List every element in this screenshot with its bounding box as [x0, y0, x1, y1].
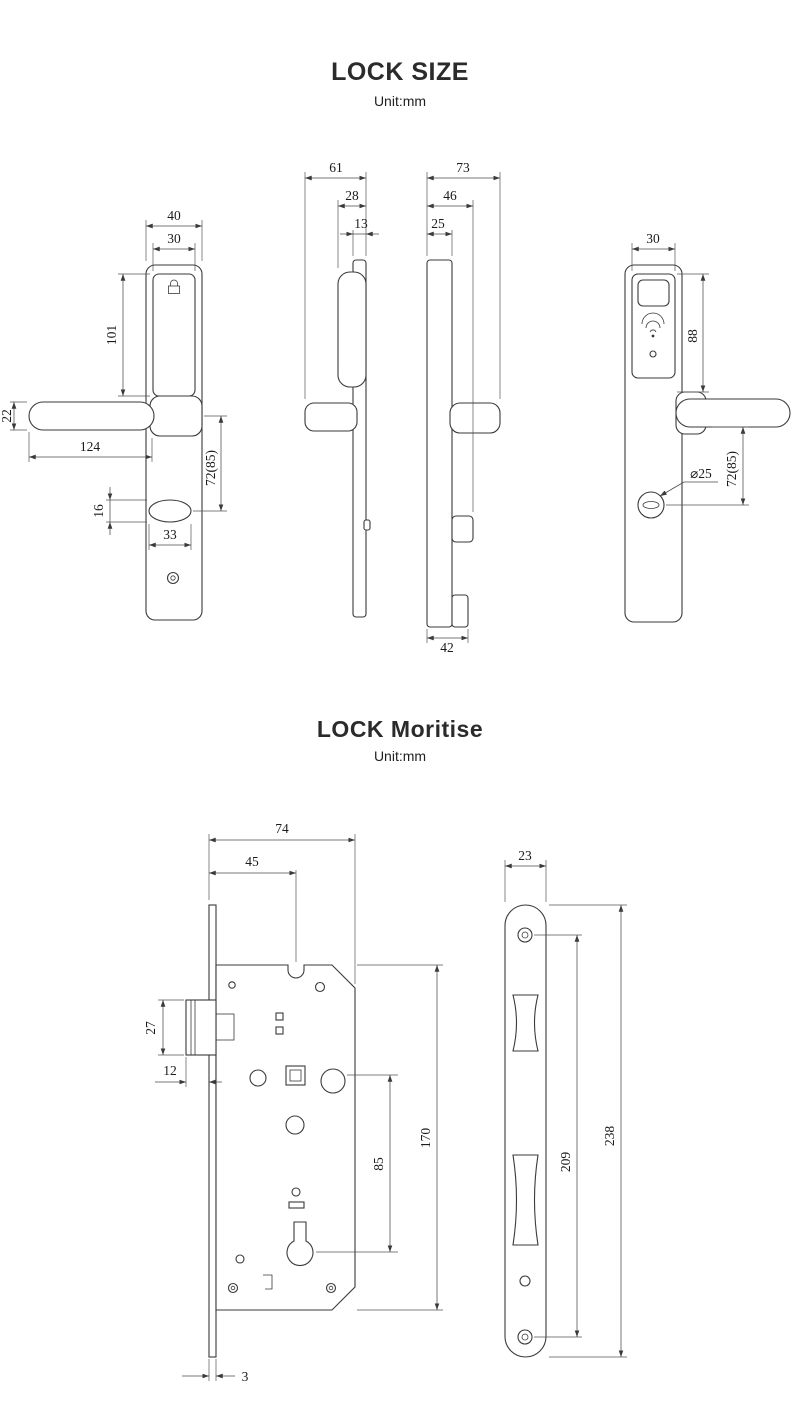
dim-back-reader-width: 30 [646, 231, 660, 246]
faceplate-edge [208, 904, 217, 1358]
spindle-follower [249, 1065, 346, 1094]
bottom-step [451, 594, 469, 628]
dim-backset: 45 [245, 854, 259, 869]
back-view-dimensions: 30 88 72(85) ⌀25 [631, 231, 749, 506]
screw-hole-bottom [517, 1329, 533, 1345]
mortise-body-view [185, 904, 356, 1358]
wifi-icon [641, 312, 665, 338]
lock-size-title: LOCK SIZE [331, 58, 469, 86]
latch-bolt [185, 999, 235, 1056]
dim-screw-distance: 209 [558, 1152, 573, 1173]
dim-faceplate-height: 238 [602, 1126, 617, 1147]
front-view [28, 264, 203, 621]
logo-button [637, 491, 665, 519]
lock-size-drawing: 40 30 101 22 124 72(85) [0, 160, 791, 655]
outside-side-dimensions: 73 46 25 42 [426, 160, 501, 655]
dim-inside-grip-depth: 28 [345, 188, 359, 203]
dim-front-reader-width: 30 [167, 231, 181, 246]
lock-size-unit: Unit:mm [373, 93, 427, 109]
dim-outside-depth: 73 [456, 160, 470, 175]
mortise-body-dimensions: 74 45 27 12 85 170 3 [143, 821, 443, 1384]
dim-back-handle-to-button: 72(85) [724, 451, 739, 487]
reader-window [637, 279, 670, 307]
front-view-dimensions: 40 30 101 22 124 72(85) [0, 208, 227, 550]
euro-cylinder-hole [286, 1221, 314, 1267]
grip-profile [337, 271, 367, 388]
dim-latch-height: 27 [143, 1021, 158, 1035]
dim-outside-grip-depth: 46 [443, 188, 457, 203]
deadbolt-cutout [512, 1154, 539, 1246]
latch-cutout [512, 994, 539, 1052]
handle-neck-profile [449, 402, 501, 434]
lock-mortise-drawing: 74 45 27 12 85 170 3 [143, 821, 627, 1384]
dim-front-handle-thickness: 22 [0, 409, 14, 423]
dim-spindle-to-cylinder: 85 [371, 1157, 386, 1171]
inside-side-view [304, 259, 371, 618]
dim-inside-plate-thickness: 13 [354, 216, 368, 231]
lock-icon [168, 279, 180, 294]
dim-front-cylinder-width: 33 [163, 527, 177, 542]
dim-outside-plate-thickness: 25 [431, 216, 445, 231]
outside-side-view [426, 259, 501, 628]
faceplate-view [504, 904, 547, 1358]
dim-body-depth: 74 [275, 821, 289, 836]
led-dot [649, 350, 657, 358]
screw-icon [166, 571, 180, 585]
dim-front-cylinder-height: 16 [91, 504, 106, 518]
dim-faceplate-thickness: 3 [242, 1369, 249, 1384]
handle-lever [675, 398, 791, 428]
screw-hole-top [517, 927, 533, 943]
dim-inside-depth: 61 [329, 160, 343, 175]
handle-lever [28, 401, 155, 431]
dim-latch-throw: 12 [163, 1063, 177, 1078]
cylinder-oval [148, 499, 192, 523]
dim-faceplate-width: 23 [518, 848, 532, 863]
dim-bottom-width: 42 [440, 640, 454, 655]
fixing-posts [227, 1254, 337, 1294]
button-profile [451, 515, 474, 543]
dim-front-handle-length: 124 [80, 439, 101, 454]
faceplate-outline [504, 904, 547, 1358]
dim-front-plate-width: 40 [167, 208, 181, 223]
dim-front-handle-to-cylinder: 72(85) [203, 450, 218, 486]
inside-side-dimensions: 61 28 13 [304, 160, 379, 399]
dim-button-diameter: ⌀25 [690, 466, 712, 481]
dim-body-height: 170 [418, 1128, 433, 1149]
body-outline [215, 964, 356, 1311]
handle-base [149, 395, 203, 437]
faceplate-dimensions: 23 209 238 [504, 848, 627, 1358]
lock-mortise-title: LOCK Moritise [316, 716, 484, 742]
dim-back-reader-height: 88 [685, 329, 700, 343]
handle-neck-profile [304, 402, 358, 432]
dim-front-reader-height: 101 [104, 325, 119, 345]
lock-mortise-unit: Unit:mm [373, 748, 427, 764]
back-view [624, 264, 791, 623]
